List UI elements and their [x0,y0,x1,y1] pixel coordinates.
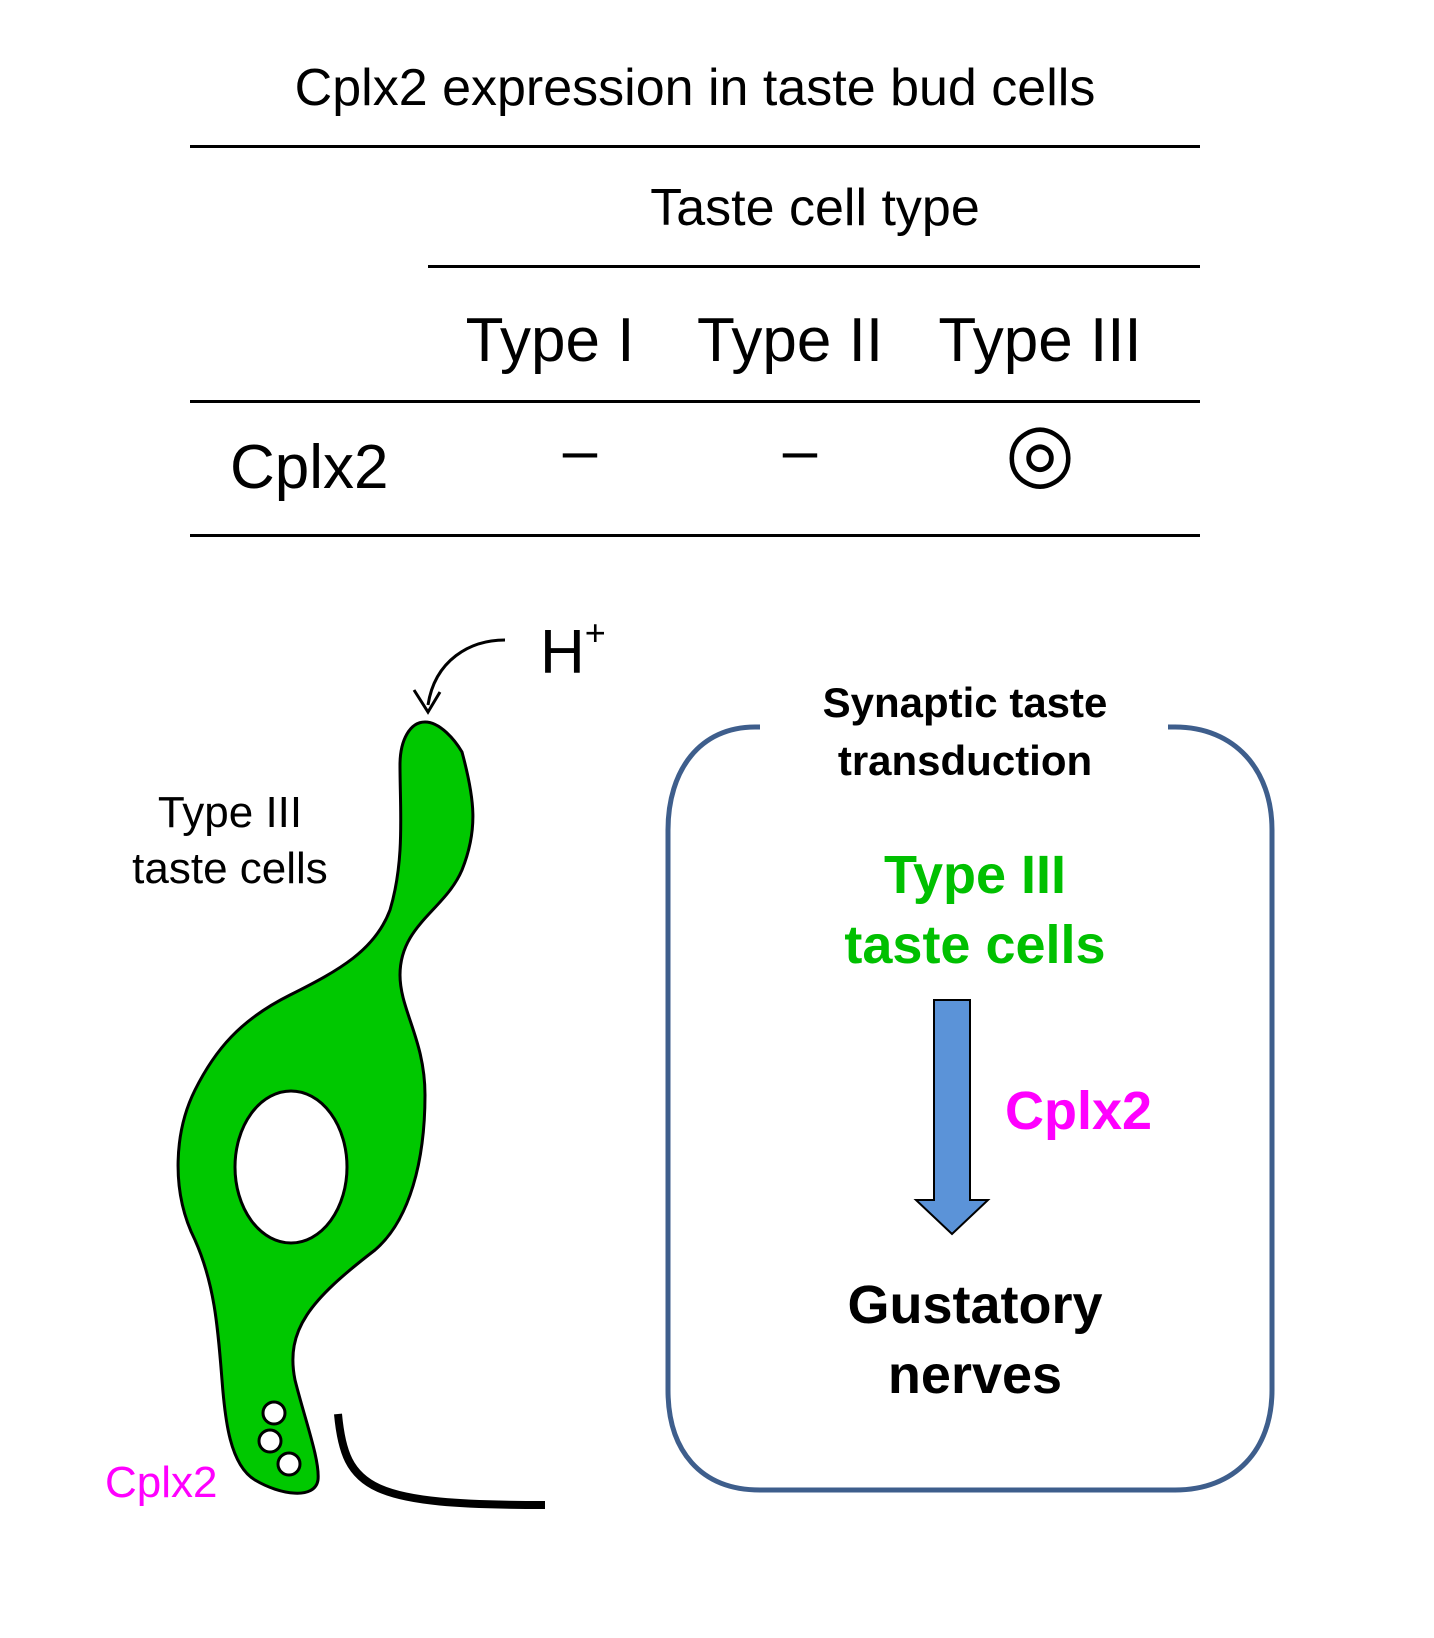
pathway-source-line2: taste cells [844,915,1106,975]
table-top-rule [190,145,1200,148]
table-bottom-rule [190,534,1200,537]
column-header-type-i: Type I [465,306,635,375]
cell-type-ii-value: – [782,416,818,485]
column-header-type-iii: Type III [938,306,1142,375]
vesicle-icon [257,1428,283,1454]
nerve-fiber-icon [334,1413,546,1509]
pathway-box-border [665,724,1275,1493]
stimulus-charge: + [584,612,606,653]
header-bottom-rule [190,400,1200,403]
column-header-type-ii: Type II [696,306,884,375]
pathway-target-line2: nerves [887,1345,1063,1405]
cell-label: Type III taste cells [110,785,350,897]
group-header-rule [428,265,1200,268]
cell-label-line2: taste cells [132,844,328,893]
pathway-target: Gustatory nerves [760,1270,1190,1410]
stimulus-arrow-icon [426,638,506,706]
cell-type-i-value: – [562,416,598,485]
table-title: Cplx2 expression in taste bud cells [294,59,1096,117]
cell-type-iii-value: ◎ [1005,407,1075,496]
vesicle-icon [261,1400,287,1426]
pathway-heading: Synaptic taste transduction [760,674,1170,790]
down-arrow-icon [913,999,991,1236]
group-header: Taste cell type [650,179,980,237]
pathway-heading-line1: Synaptic taste [822,679,1108,726]
stimulus-label: H+ [540,612,606,688]
vesicle-label: Cplx2 [105,1458,218,1507]
pathway-source-line1: Type III [883,845,1067,905]
pathway-target-line1: Gustatory [847,1275,1103,1335]
pathway-source: Type III taste cells [760,840,1190,980]
vesicle-icon [276,1451,302,1477]
arrow-label: Cplx2 [1005,1081,1153,1141]
nucleus-icon [233,1089,349,1245]
stimulus-arrowhead-icon [412,689,442,715]
cell-label-line1: Type III [157,788,303,837]
stimulus-ion: H [540,618,585,687]
row-label-cplx2: Cplx2 [230,433,389,502]
pathway-heading-line2: transduction [837,737,1093,784]
